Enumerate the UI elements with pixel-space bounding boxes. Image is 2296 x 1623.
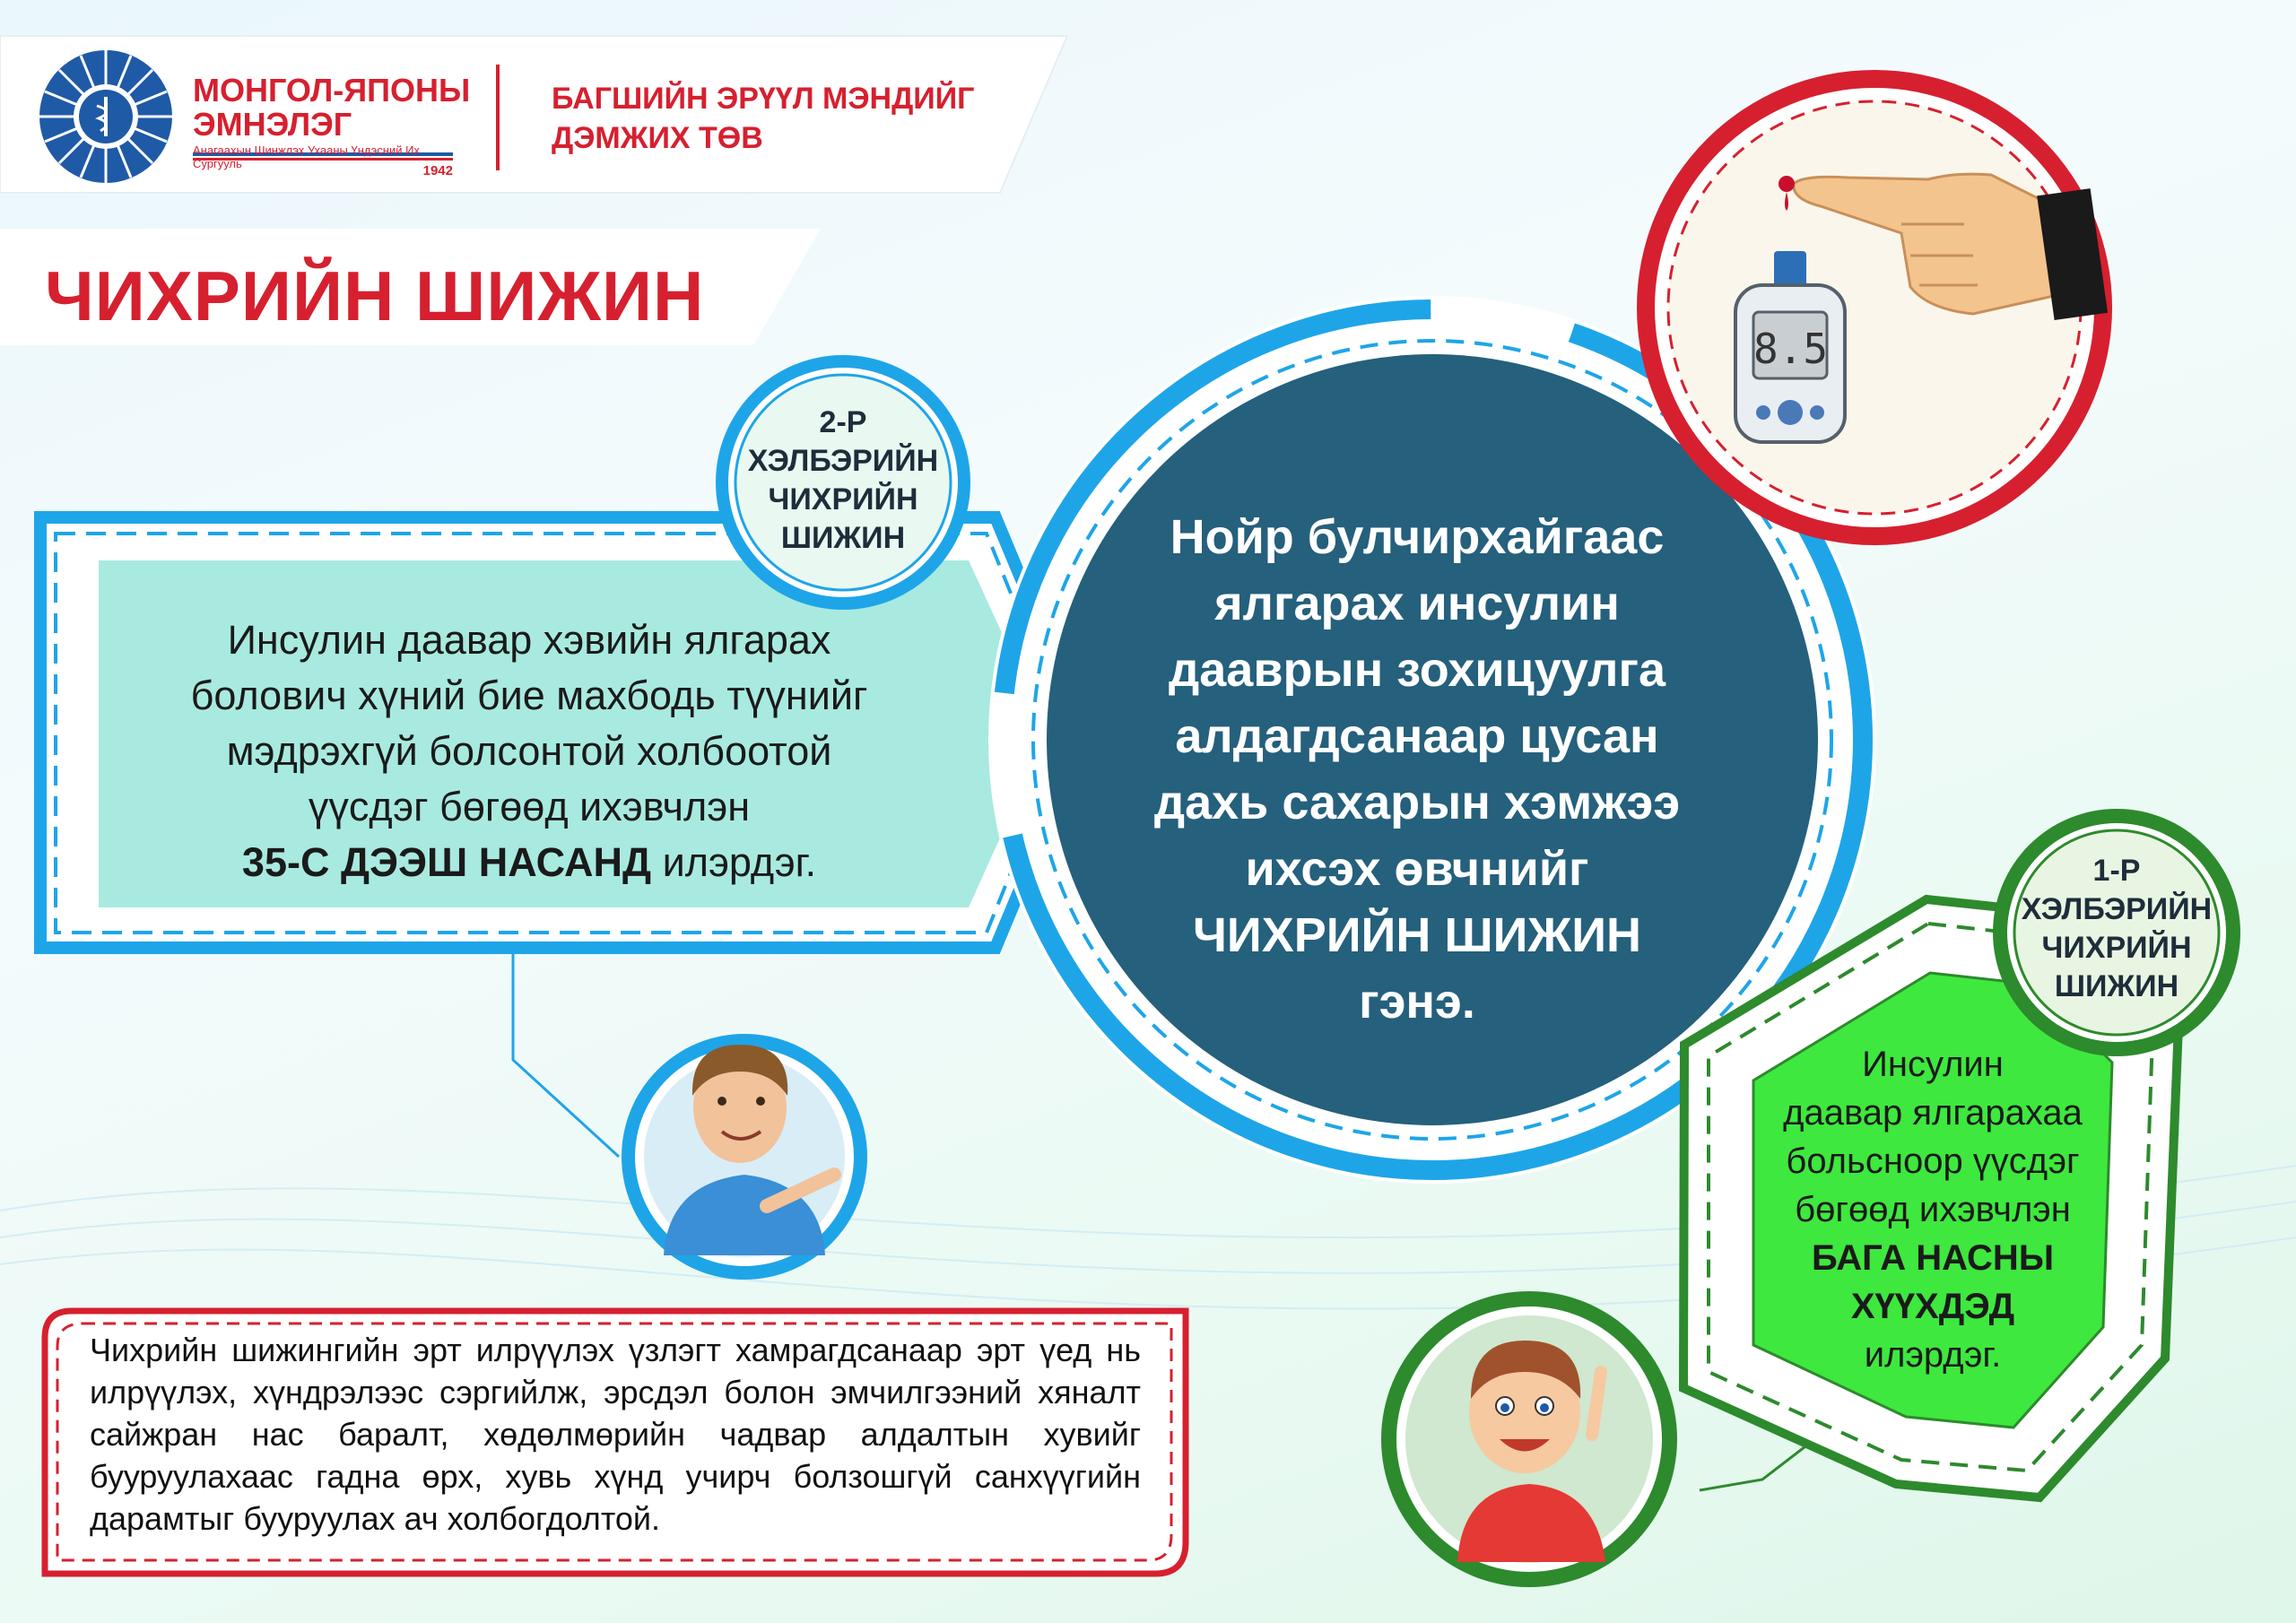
center-name-line1: БАГШИЙН ЭРҮҮЛ МЭНДИЙГ: [552, 82, 975, 116]
title-banner: [0, 229, 821, 345]
type2-age-emphasis: 35-С ДЭЭШ НАСАНД: [241, 839, 652, 885]
type1-text-line: даавар ялгарахаа: [1783, 1093, 2083, 1133]
man-avatar-circle: [622, 1034, 867, 1280]
hospital-subtitle: Анагаахын Шинжлэх Ухааны Үндэсний Их Сур…: [193, 143, 420, 170]
type1-text-line: Инсулин: [1862, 1045, 2004, 1084]
type1-label-line: ШИЖИН: [2054, 969, 2179, 1003]
boy-avatar-icon: [1457, 1341, 1607, 1562]
definition-line: ЧИХРИЙН ШИЖИН: [1192, 908, 1642, 962]
type2-text-line: болович хүний бие махбодь түүнийг: [190, 673, 868, 718]
type1-description: Инсулин даавар ялгарахаа больсноор үүсдэ…: [1735, 1040, 2130, 1379]
definition-line: ялгарах инсулин: [1214, 577, 1620, 630]
type2-text-line: үүсдэг бөгөөд ихэвчлэн: [308, 784, 751, 829]
center-name: БАГШИЙН ЭРҮҮЛ МЭНДИЙГ ДЭМЖИХ ТӨВ: [552, 79, 1018, 158]
hospital-logo-icon: [39, 50, 172, 183]
center-name-line2: ДЭМЖИХ ТӨВ: [552, 121, 763, 155]
hospital-name: МОНГОЛ-ЯПОНЫ ЭМНЭЛЭГ: [193, 74, 516, 142]
type2-text-final-line: 35-С ДЭЭШ НАСАНД илэрдэг.: [126, 835, 933, 890]
type2-label: 2-Р ХЭЛБЭРИЙН ЧИХРИЙН ШИЖИН: [735, 404, 951, 558]
definition-line: ихсэх өвчнийг: [1245, 842, 1589, 896]
type2-label-line: ЧИХРИЙН: [768, 482, 918, 516]
glucometer-device-icon: [1734, 251, 1847, 444]
glucometer-reading: 8.5: [1753, 325, 1829, 373]
type1-text-end: илэрдэг.: [1864, 1335, 2002, 1375]
definition-text: Нойр булчирхайгаас ялгарах инсулин даавр…: [1076, 504, 1758, 1035]
type1-label-circle: [1993, 809, 2240, 1056]
connector-line-left: [511, 942, 621, 1159]
man-avatar-icon: [664, 1045, 841, 1255]
hospital-name-line1: МОНГОЛ-ЯПОНЫ: [193, 72, 471, 108]
bottom-note-box: [41, 1307, 1189, 1577]
hospital-name-line2: ЭМНЭЛЭГ: [193, 106, 352, 143]
type2-label-line: 2-Р: [819, 405, 867, 439]
type2-label-line: ХЭЛБЭРИЙН: [747, 444, 939, 478]
definition-line: дахь сахарын хэмжээ: [1153, 776, 1681, 829]
pointing-hand-icon: [1779, 172, 2109, 321]
type2-text-line: мэдрэхгүй болсонтой холбоотой: [226, 728, 832, 774]
type1-age-emphasis: БАГА НАСНЫ: [1812, 1238, 2054, 1278]
type1-label-line: 1-Р: [2092, 854, 2141, 888]
type1-text-line: бөгөөд ихэвчлэн: [1795, 1190, 2071, 1229]
type1-hexagon: [1678, 894, 2184, 1503]
type2-description: Инсулин даавар хэвийн ялгарах болович хү…: [126, 612, 933, 890]
boy-avatar-circle: [1381, 1291, 1677, 1587]
page-title: ЧИХРИЙН ШИЖИН: [45, 256, 705, 335]
bottom-note-text: Чихрийн шижингийн эрт илрүүлэх үзлэгт ха…: [90, 1332, 1141, 1537]
type2-text-line: Инсулин даавар хэвийн ялгарах: [227, 617, 831, 663]
type2-arrow-panel: [34, 511, 1092, 954]
definition-line: гэнэ.: [1359, 975, 1475, 1028]
definition-line: алдагдсанаар цусан: [1175, 709, 1659, 763]
glucometer-circle: [1637, 70, 2112, 545]
definition-line: Нойр булчирхайгаас: [1170, 510, 1665, 564]
type1-age-emphasis: ХҮҮХДЭД: [1850, 1287, 2015, 1326]
type1-label-line: ХЭЛБЭРИЙН: [2021, 892, 2213, 926]
type2-label-circle: [716, 355, 970, 610]
type1-label-line: ЧИХРИЙН: [2041, 931, 2192, 965]
type2-label-line: ШИЖИН: [780, 521, 906, 555]
definition-line: дааврын зохицуулга: [1168, 643, 1665, 697]
hospital-year: 1942: [422, 163, 453, 178]
connector-line-right: [1699, 1433, 1822, 1492]
type2-text-end: илэрдэг.: [651, 839, 817, 885]
type1-text-line: больсноор үүсдэг: [1786, 1141, 2080, 1181]
definition-circle: [988, 296, 1876, 1184]
type1-label: 1-Р ХЭЛБЭРИЙН ЧИХРИЙН ШИЖИН: [2009, 852, 2224, 1006]
